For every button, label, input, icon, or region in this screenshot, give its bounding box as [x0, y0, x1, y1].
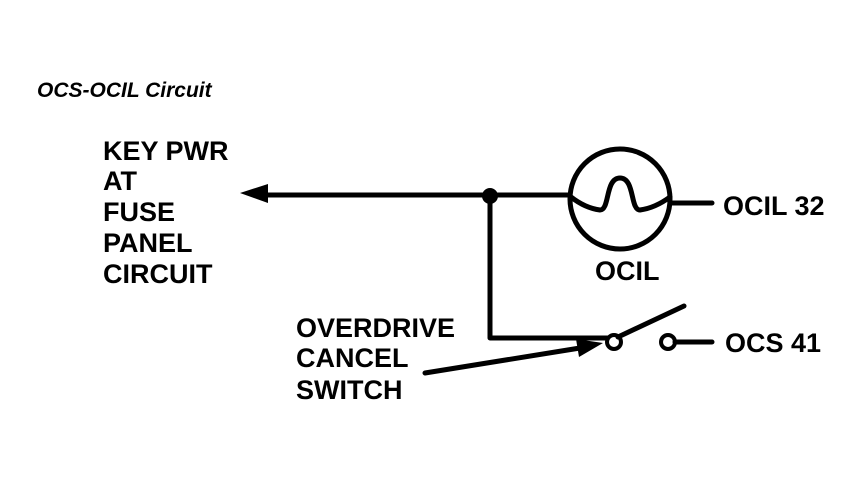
main-wire: [240, 184, 574, 203]
switch-pointer: [422, 339, 603, 376]
source-label-line: FUSE: [103, 197, 175, 227]
switch-symbol: [605, 303, 715, 351]
switch-label: OVERDRIVE CANCEL SWITCH: [296, 313, 455, 405]
arrowhead-icon: [240, 184, 268, 203]
switch-label-line: CANCEL: [296, 343, 409, 373]
source-label: KEY PWR AT FUSE PANEL CIRCUIT: [103, 136, 229, 289]
source-label-line: KEY PWR: [103, 136, 229, 166]
switch-label-line: OVERDRIVE: [296, 313, 455, 343]
lamp-label: OCIL: [595, 256, 660, 286]
branch-wire: [487, 193, 611, 341]
switch-terminal-label: OCS 41: [725, 328, 821, 358]
pointer-arrowhead-icon: [576, 339, 603, 357]
source-label-line: PANEL: [103, 228, 193, 258]
lamp-symbol: [567, 146, 673, 252]
diagram-title: OCS-OCIL Circuit: [37, 79, 213, 102]
lamp-terminal-label: OCIL 32: [723, 191, 825, 221]
source-label-line: CIRCUIT: [103, 259, 213, 289]
filament-icon: [568, 175, 673, 213]
source-label-line: AT: [103, 166, 137, 196]
switch-label-line: SWITCH: [296, 375, 402, 405]
